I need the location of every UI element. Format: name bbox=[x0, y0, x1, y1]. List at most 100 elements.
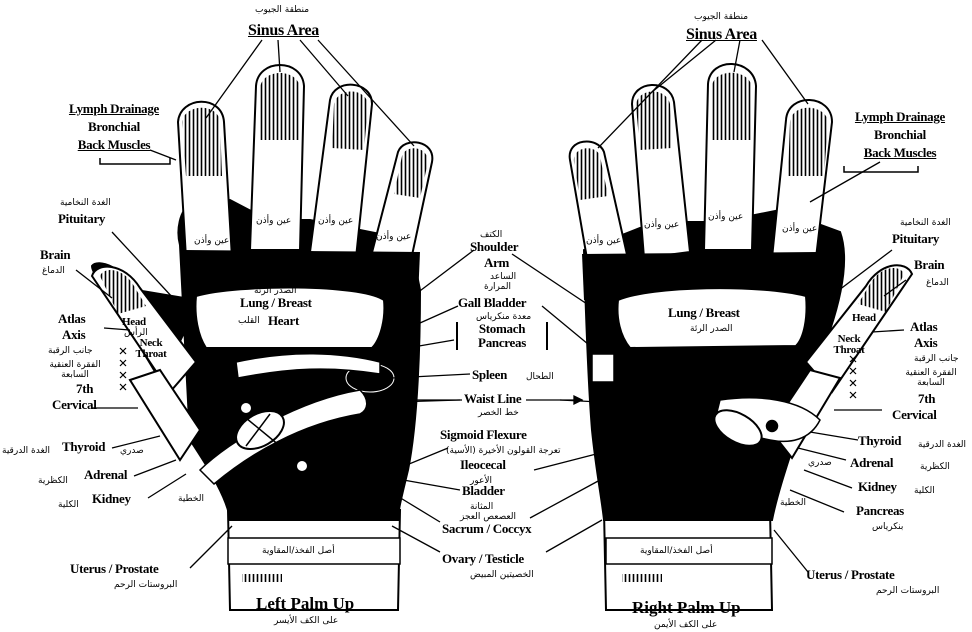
right-adrenal-label: Adrenal bbox=[850, 456, 893, 470]
right-sinus-ar: منطقة الجيوب bbox=[694, 12, 748, 22]
right-sinus-label: Sinus Area bbox=[686, 26, 757, 43]
left-lymph-line3: Back Muscles bbox=[52, 138, 176, 152]
bladder-label: Bladder bbox=[462, 484, 505, 498]
liver-ar: المرارة bbox=[484, 282, 511, 292]
left-lung-label: Lung / Breast bbox=[240, 296, 312, 310]
left-kidney-ar: الكلية bbox=[58, 500, 79, 510]
sigmoid-label: Sigmoid Flexure bbox=[440, 428, 527, 442]
gall-bladder-label: Gall Bladder bbox=[458, 296, 526, 310]
left-adrenal-label: Adrenal bbox=[84, 468, 127, 482]
right-thyroid-label: Thyroid bbox=[858, 434, 901, 448]
bladder-ar: المثانة bbox=[470, 502, 493, 512]
left-cervical-line2: Cervical bbox=[52, 398, 97, 412]
right-adrenal-ar: الكظرية bbox=[920, 462, 950, 472]
ileocecal-label: Ileocecal bbox=[460, 458, 506, 472]
left-chest-ar: صدري bbox=[120, 446, 144, 456]
right-pituitary-label: Pituitary bbox=[892, 232, 939, 246]
left-tip-middle bbox=[260, 73, 300, 140]
left-brain-label: Brain bbox=[40, 248, 70, 262]
stomach-pancreas-box: Stomach Pancreas bbox=[456, 322, 548, 350]
left-palm-title: Left Palm Up bbox=[256, 594, 354, 614]
left-head-label: Head bbox=[122, 316, 146, 328]
left-uterus-ar: البروستات الرحم bbox=[114, 580, 177, 590]
left-lymph-line1: Lymph Drainage bbox=[52, 102, 176, 116]
left-wrist-ar: أصل الفخذ/المقاوية bbox=[262, 546, 335, 556]
right-brain-ar: الدماغ bbox=[926, 278, 949, 288]
right-lymph-line2: Bronchial bbox=[834, 128, 966, 142]
right-pancreas-label: Pancreas bbox=[856, 504, 904, 518]
left-neck-throat: Neck Throat bbox=[132, 338, 170, 360]
right-kidney-label: Kidney bbox=[858, 480, 897, 494]
arm-ar: الساعد bbox=[490, 272, 516, 282]
right-vert-ar: الفقرة العنقية السابعة bbox=[896, 368, 966, 388]
waist-line-ar: خط الخصر bbox=[478, 408, 519, 418]
left-eyes-ear-3: عين وأذن bbox=[318, 216, 353, 226]
spleen-ar: الطحال bbox=[526, 372, 554, 382]
left-lymph-line2: Bronchial bbox=[52, 120, 176, 134]
sacrum-label: Sacrum / Coccyx bbox=[442, 522, 531, 536]
right-thyroid-ar: الغدة الدرقية bbox=[918, 440, 966, 450]
right-gall-shape bbox=[592, 354, 614, 382]
right-spine-ar: الخطية bbox=[780, 498, 806, 508]
left-pituitary-label: Pituitary bbox=[58, 212, 105, 226]
right-cervical-line2: Cervical bbox=[892, 408, 937, 422]
left-eyes-ear-2: عين وأذن bbox=[256, 216, 291, 226]
right-cervical-line1: 7th bbox=[918, 392, 935, 406]
right-lung-ar: الصدر الرئة bbox=[690, 324, 733, 334]
left-uterus-label: Uterus / Prostate bbox=[70, 562, 159, 576]
right-uterus-label: Uterus / Prostate bbox=[806, 568, 895, 582]
right-eyes-ear-3: عين وأذن bbox=[708, 212, 743, 222]
left-tip-ring bbox=[332, 91, 368, 150]
right-neck-throat: Neck Throat bbox=[830, 334, 868, 356]
sigmoid-ar: تعرجة القولون الأخيرة (الأسية) bbox=[446, 446, 561, 456]
ovary-ar: الخصيتين المبيض bbox=[470, 570, 534, 580]
left-sinus-ar: منطقة الجيوب bbox=[255, 5, 309, 15]
right-wrist-ar: أصل الفخذ/المقاوية bbox=[640, 546, 713, 556]
right-palm-title: Right Palm Up bbox=[632, 598, 741, 618]
left-heart-label: Heart bbox=[268, 314, 299, 328]
right-eyes-ear-4: عين وأذن bbox=[782, 224, 817, 234]
right-pancreas-ar: بنكرياس bbox=[872, 522, 903, 532]
arm-label: Arm bbox=[484, 256, 509, 270]
left-palm-title-ar: على الكف الأيسر bbox=[274, 616, 338, 626]
left-neckside-ar: جانب الرقبة bbox=[48, 346, 93, 356]
left-wrist-mark bbox=[242, 574, 282, 582]
right-tip-middle bbox=[712, 73, 752, 140]
right-lymph-line1: Lymph Drainage bbox=[834, 110, 966, 124]
left-kidney-label: Kidney bbox=[92, 492, 131, 506]
left-pituitary-ar: الغدة النخامية bbox=[60, 198, 111, 208]
left-spine-ar: الخطية bbox=[178, 494, 204, 504]
right-kidney-ar: الكلية bbox=[914, 486, 935, 496]
left-thyroid-ar: الغدة الدرقية bbox=[2, 446, 50, 456]
right-tip-ring bbox=[636, 91, 672, 150]
left-vert-ar: الفقرة العنقية السابعة bbox=[40, 360, 110, 380]
right-uterus-ar: البروستات الرحم bbox=[876, 586, 939, 596]
right-head-label: Head bbox=[852, 312, 876, 324]
right-chest-ar: صدري bbox=[808, 458, 832, 468]
left-heart-ar: القلب bbox=[238, 316, 260, 326]
right-eyes-ear-1: عين وأذن bbox=[586, 236, 621, 246]
left-thyroid-label: Thyroid bbox=[62, 440, 105, 454]
spleen-label: Spleen bbox=[472, 368, 507, 382]
right-tip-index bbox=[788, 108, 828, 176]
left-axis-label: Axis bbox=[62, 328, 85, 342]
right-lymph-line3: Back Muscles bbox=[834, 146, 966, 160]
right-pituitary-ar: الغدة النخامية bbox=[900, 218, 951, 228]
right-palm-title-ar: على الكف الأيمن bbox=[654, 620, 717, 630]
right-wrist-mark bbox=[622, 574, 662, 582]
waist-line-label: Waist Line bbox=[464, 392, 521, 406]
shoulder-label: Shoulder bbox=[470, 240, 518, 254]
left-atlas-label: Atlas bbox=[58, 312, 85, 326]
right-lung-label: Lung / Breast bbox=[668, 306, 740, 320]
pancreas-label: Pancreas bbox=[462, 336, 542, 350]
ovary-label: Ovary / Testicle bbox=[442, 552, 524, 566]
stomach-label: Stomach bbox=[462, 322, 542, 336]
right-neckside-ar: جانب الرقبة bbox=[914, 354, 959, 364]
left-sinus-label: Sinus Area bbox=[248, 22, 319, 39]
right-eyes-ear-2: عين وأذن bbox=[644, 220, 679, 230]
left-adrenal-ar: الكظرية bbox=[38, 476, 68, 486]
left-tip-index bbox=[182, 108, 222, 176]
right-axis-label: Axis bbox=[914, 336, 937, 350]
left-eyes-ear-1: عين وأذن bbox=[194, 236, 229, 246]
right-brain-label: Brain bbox=[914, 258, 944, 272]
